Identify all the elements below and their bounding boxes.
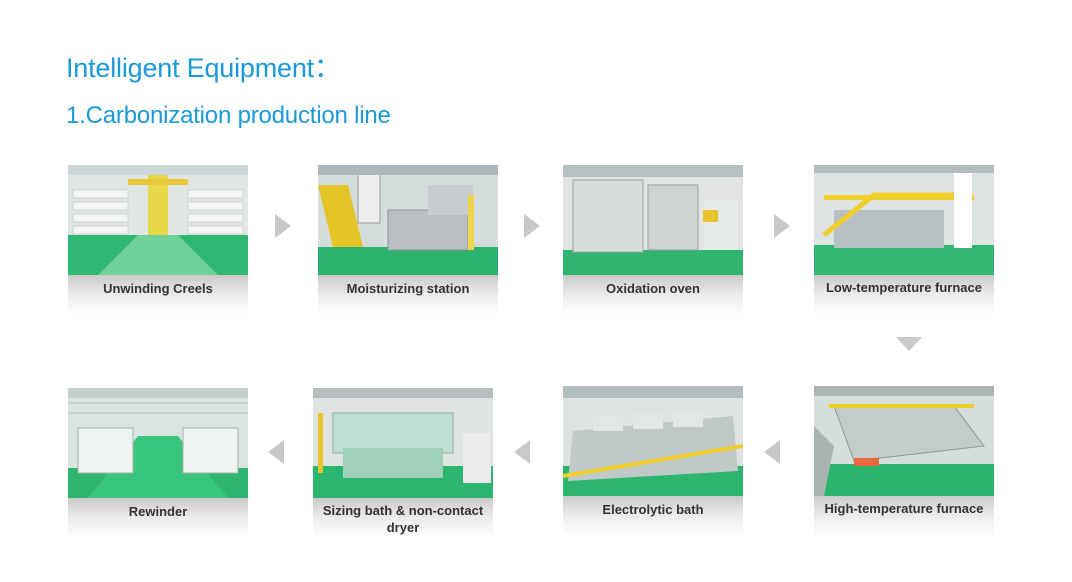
step-card-rewinder: Rewinder xyxy=(68,388,248,538)
step-card-unwinding-creels: Unwinding Creels xyxy=(68,165,248,315)
low-temperature-furnace-photo xyxy=(814,165,994,275)
arrow-left-icon xyxy=(514,440,530,464)
step-label: Unwinding Creels xyxy=(68,275,248,315)
step-card-high-temperature-furnace: High-temperature furnace xyxy=(814,386,994,536)
arrow-right-icon xyxy=(524,214,540,238)
page-title: Intelligent Equipment： xyxy=(66,53,341,83)
oxidation-oven-photo xyxy=(563,165,743,275)
arrow-left-icon xyxy=(764,440,780,464)
moisturizing-station-photo xyxy=(318,165,498,275)
step-label: Oxidation oven xyxy=(563,275,743,315)
sizing-bath-dryer-photo xyxy=(313,388,493,498)
section-title: 1.Carbonization production line xyxy=(66,102,391,129)
electrolytic-bath-photo xyxy=(563,386,743,496)
step-label: Sizing bath & non-contact dryer xyxy=(313,498,493,538)
arrow-right-icon xyxy=(275,214,291,238)
step-label: High-temperature furnace xyxy=(814,496,994,536)
step-label: Rewinder xyxy=(68,498,248,538)
step-card-moisturizing-station: Moisturizing station xyxy=(318,165,498,315)
step-card-low-temperature-furnace: Low-temperature furnace xyxy=(814,165,994,315)
step-label: Electrolytic bath xyxy=(563,496,743,536)
step-card-electrolytic-bath: Electrolytic bath xyxy=(563,386,743,536)
step-card-oxidation-oven: Oxidation oven xyxy=(563,165,743,315)
high-temperature-furnace-photo xyxy=(814,386,994,496)
rewinder-photo xyxy=(68,388,248,498)
arrow-right-icon xyxy=(774,214,790,238)
unwinding-creels-photo xyxy=(68,165,248,275)
step-card-sizing-bath-dryer: Sizing bath & non-contact dryer xyxy=(313,388,493,538)
arrow-down-icon xyxy=(896,337,922,351)
step-label: Moisturizing station xyxy=(318,275,498,315)
arrow-left-icon xyxy=(268,440,284,464)
step-label: Low-temperature furnace xyxy=(814,275,994,315)
